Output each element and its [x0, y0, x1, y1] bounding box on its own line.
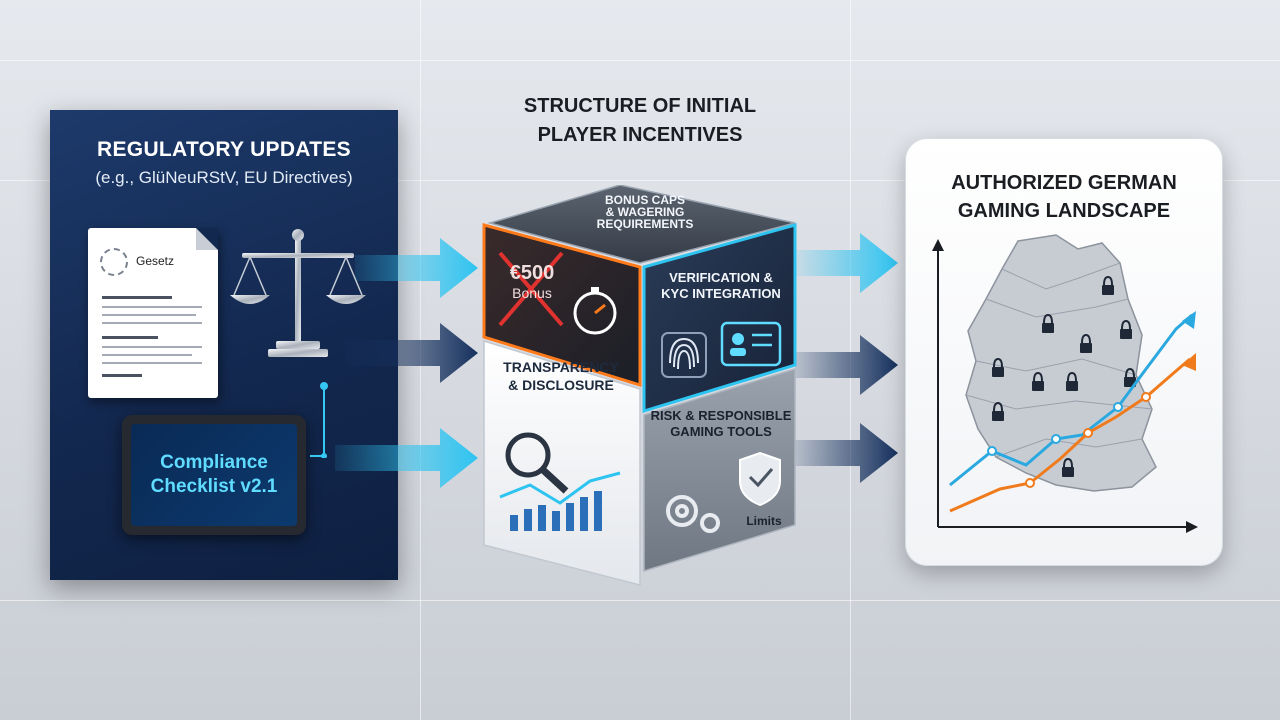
grid-line — [0, 60, 1280, 61]
checklist-line1: Compliance — [160, 452, 268, 473]
transparency-line1: TRANSPARENCY — [503, 359, 619, 375]
transparency-label: TRANSPARENCY & DISCLOSURE — [488, 358, 634, 394]
grid-line — [420, 0, 421, 720]
bonus-caps-face — [487, 185, 796, 264]
risk-face — [643, 367, 796, 573]
bonus-caps-label: BONUS CAPS & WAGERING REQUIREMENTS — [575, 194, 715, 230]
document-icon: Gesetz — [88, 228, 218, 398]
gavel-scale-icon — [230, 229, 366, 357]
transparency-line2: & DISCLOSURE — [508, 377, 614, 393]
gaming-landscape-panel: AUTHORIZED GERMAN GAMING LANDSCAPE — [905, 138, 1223, 566]
arrow-incentives-to-landscape-1 — [795, 233, 898, 293]
bonus-caps-line1: BONUS CAPS — [604, 193, 685, 207]
circuit-connector — [310, 382, 328, 458]
bonus-word: Bonus — [512, 285, 552, 301]
germany-map-chart — [932, 234, 1198, 533]
grid-line — [850, 0, 851, 720]
bar-chart-icon — [510, 491, 602, 531]
magnifier-icon — [505, 432, 569, 494]
gaming-landscape-title-line1: AUTHORIZED GERMAN — [951, 172, 1177, 194]
regulatory-updates-panel: REGULATORY UPDATES (e.g., GlüNeuRStV, EU… — [50, 110, 398, 580]
gears-icon — [666, 495, 720, 533]
stopwatch-icon — [573, 287, 617, 335]
id-card-icon — [720, 321, 782, 367]
verification-kyc-label: VERIFICATION & KYC INTEGRATION — [652, 270, 790, 302]
grid-line — [0, 180, 1280, 181]
arrow-incentives-to-landscape-2 — [795, 335, 898, 395]
incentives-cube — [482, 185, 797, 586]
shield-check-icon — [739, 451, 781, 507]
grid-line — [0, 600, 1280, 601]
incentives-title: STRUCTURE OF INITIAL PLAYER INCENTIVES — [470, 92, 810, 150]
risk-line1: RISK & RESPONSIBLE — [650, 408, 792, 423]
gaming-landscape-title-line2: GAMING LANDSCAPE — [957, 200, 1171, 222]
incentives-title-line2: PLAYER INCENTIVES — [537, 124, 743, 146]
verification-line2: KYC INTEGRATION — [661, 286, 781, 301]
bonus-face — [482, 223, 642, 388]
risk-line2: GAMING TOOLS — [670, 424, 772, 439]
trend-line-blue — [949, 313, 1193, 487]
fingerprint-icon — [661, 332, 707, 378]
risk-tools-label: RISK & RESPONSIBLE GAMING TOOLS — [648, 408, 794, 440]
bonus-amount: €500 — [509, 262, 555, 284]
regulatory-updates-title: REGULATORY UPDATES — [97, 138, 351, 161]
trend-line — [499, 471, 621, 505]
arrow-incentives-to-landscape-3 — [795, 423, 898, 483]
limits-label: Limits — [746, 514, 782, 528]
tablet-icon: Compliance Checklist v2.1 — [122, 415, 306, 535]
regulatory-updates-subtitle: (e.g., GlüNeuRStV, EU Directives) — [95, 168, 353, 187]
document-label: Gesetz — [136, 254, 175, 268]
bonus-caps-line3: REQUIREMENTS — [596, 217, 694, 231]
lock-icon — [992, 275, 1136, 477]
gaming-landscape-title: AUTHORIZED GERMAN GAMING LANDSCAPE — [906, 169, 1222, 225]
incentives-title-line1: STRUCTURE OF INITIAL — [523, 95, 757, 117]
bonus-caps-line2: & WAGERING — [605, 205, 685, 219]
verification-line1: VERIFICATION & — [669, 270, 773, 285]
compliance-checklist-screen: Compliance Checklist v2.1 — [131, 424, 297, 526]
checklist-line2: Checklist v2.1 — [150, 476, 278, 497]
seal-icon — [100, 248, 128, 276]
bonus-offer: €500 Bonus — [500, 262, 564, 301]
